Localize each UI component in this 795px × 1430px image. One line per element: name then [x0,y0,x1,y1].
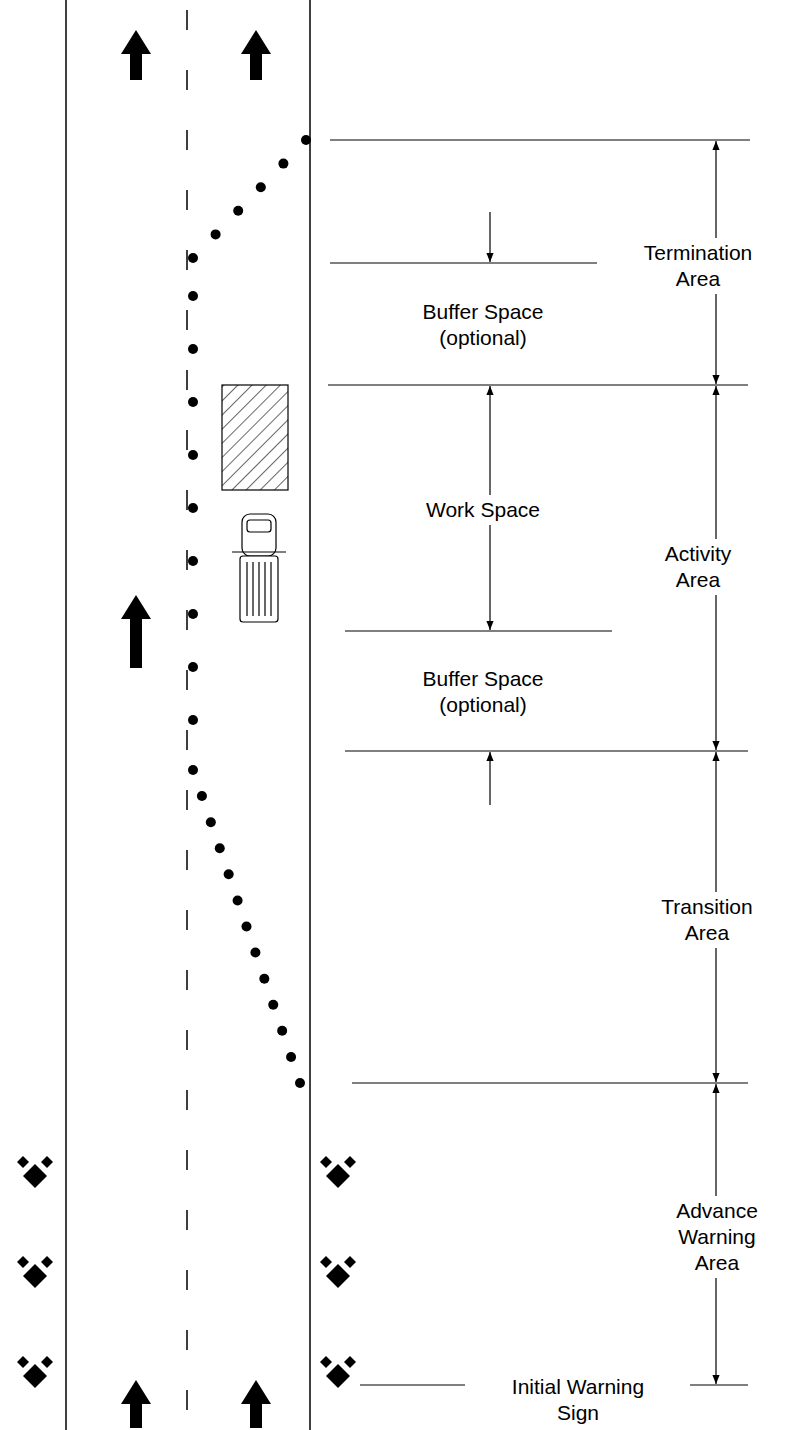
zone-label: Advance Warning Area [667,1196,767,1279]
sign-body [23,1364,47,1388]
cone-dot [278,159,288,169]
truck-bed-line [270,562,271,616]
traffic-arrow [121,595,151,668]
warning-sign-symbol [320,1356,356,1388]
dimension-arrow [489,212,490,262]
road-edge [309,0,311,1430]
sign-body [326,1364,350,1388]
truck-bed-line [264,562,265,616]
truck-bed-line [258,562,259,616]
cone-dot [295,1078,305,1088]
cone-dot [233,895,243,905]
warning-sign-symbol [320,1256,356,1288]
sign-flag [17,1356,29,1368]
sign-flag [344,1356,356,1368]
cone-dot [188,450,198,460]
warning-sign-symbol [17,1356,53,1388]
cone-dot [188,397,198,407]
sign-flag [41,1256,53,1268]
extension-line [345,630,612,631]
zone-label: Activity Area [648,539,748,596]
lane-line [186,10,188,1430]
truck-cab [242,514,276,556]
truck-bed [240,556,278,622]
cone-dot [188,662,198,672]
cone-dot [188,503,198,513]
sign-body [326,1164,350,1188]
zone-label: Transition Area [645,892,770,949]
cone-dot [256,182,266,192]
traffic-arrows [121,30,271,1428]
sign-flag [320,1356,332,1368]
work-truck [232,514,286,622]
sign-flag [17,1256,29,1268]
work-space-label: Work Space [403,495,563,525]
sign-body [23,1164,47,1188]
warning-sign-symbol [17,1156,53,1188]
sign-body [326,1264,350,1288]
cone-dot [215,843,225,853]
truck-bed-line [252,562,253,616]
cone-dot [188,715,198,725]
cone-dot [211,229,221,239]
cone-dot [286,1052,296,1062]
sign-flag [344,1256,356,1268]
cone-dot [301,135,311,145]
cone-dot [224,869,234,879]
sign-flag [17,1156,29,1168]
sign-flag [320,1256,332,1268]
cone-dot [268,1000,278,1010]
truck-bed-line [246,562,247,616]
cone-dot [188,253,198,263]
work-space-box [222,385,288,490]
extension-line [328,384,748,385]
extension-line [330,262,597,263]
warning-sign-symbol [17,1256,53,1288]
sign-flag [344,1156,356,1168]
cone-dot [188,556,198,566]
cone-dot [188,609,198,619]
extension-line [330,139,750,140]
extension-line [690,1384,748,1385]
extension-line [360,1384,465,1385]
traffic-arrow [241,30,271,80]
cone-dot [242,922,252,932]
extension-line [345,750,748,751]
truck-mirrors [232,551,286,552]
extension-line [352,1082,748,1083]
cone-dot [259,974,269,984]
sign-flag [41,1356,53,1368]
cone-dot [188,291,198,301]
zone-label: Termination Area [628,238,768,295]
buffer-label: Buffer Space (optional) [403,664,563,721]
cone-dot [233,206,243,216]
truck-windshield [247,520,271,532]
traffic-arrow [241,1380,271,1428]
warning-signs [17,1156,356,1388]
cone-dot [188,765,198,775]
traffic-arrow [121,30,151,80]
cone-dot [188,344,198,354]
cone-dot [250,948,260,958]
buffer-label: Buffer Space (optional) [403,297,563,354]
dimension-arrow [489,752,490,805]
warning-sign-symbol [320,1156,356,1188]
traffic-arrow [121,1380,151,1428]
cone-dot [206,817,216,827]
sign-flag [320,1156,332,1168]
cone-dot [277,1026,287,1036]
channelizing-devices [188,135,311,1088]
sign-flag [41,1156,53,1168]
sign-body [23,1264,47,1288]
sign-label: Initial Warning Sign [486,1372,671,1429]
road-edge [65,0,67,1430]
cone-dot [197,791,207,801]
